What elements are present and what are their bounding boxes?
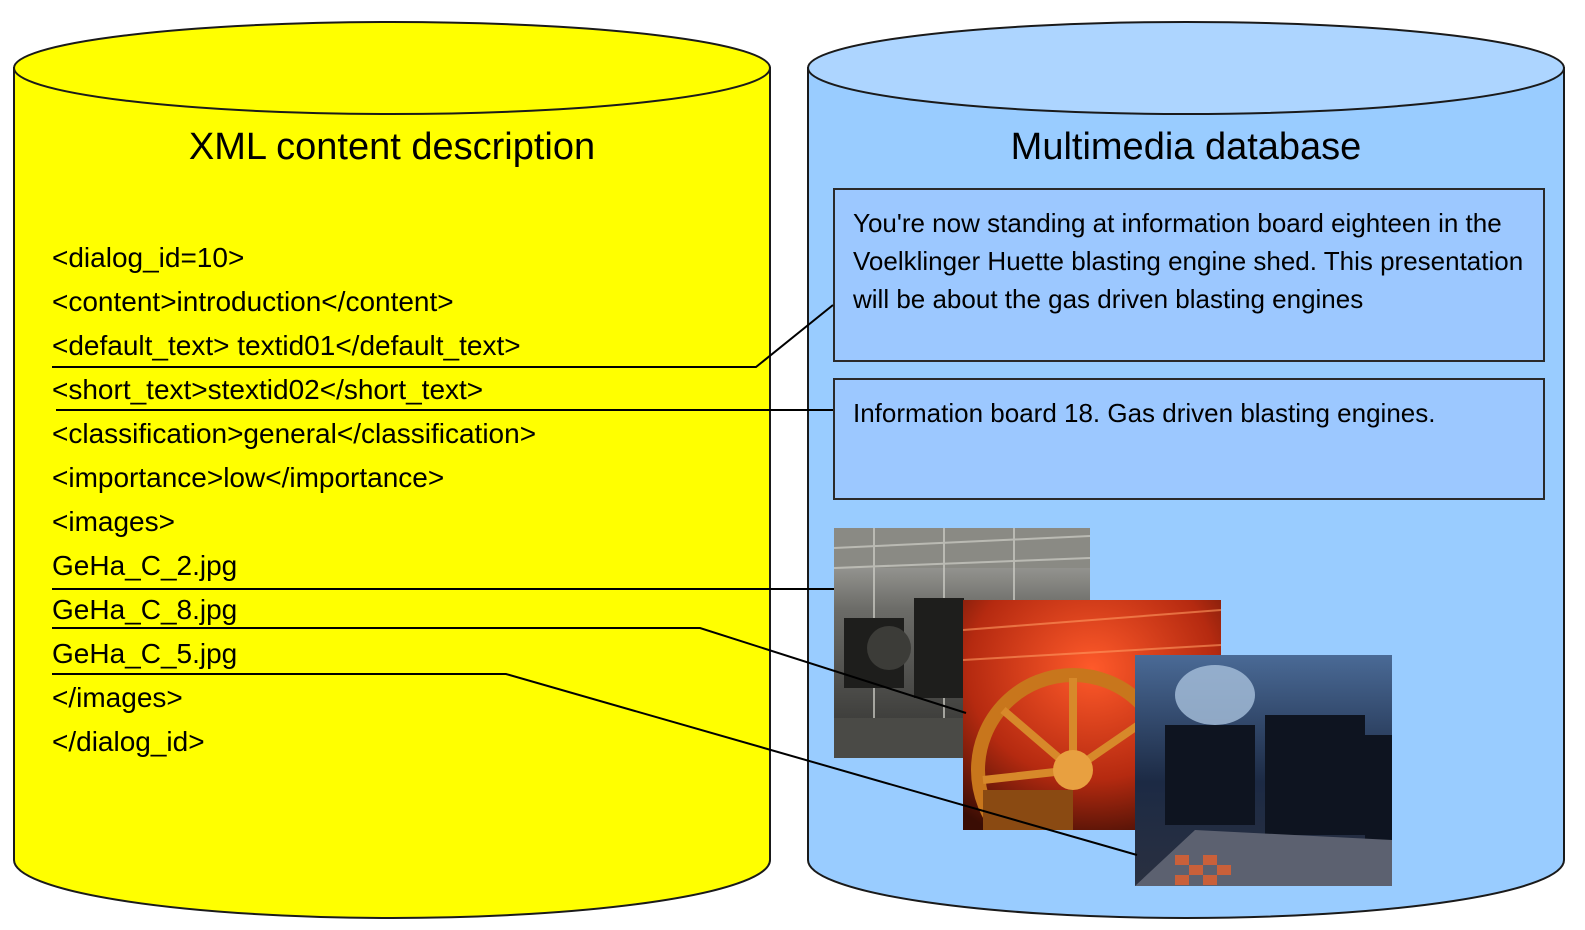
xml-line-content: <content>introduction</content> bbox=[52, 286, 454, 317]
xml-line-image-1: GeHa_C_2.jpg bbox=[52, 550, 238, 581]
xml-line-default-text: <default_text> textid01</default_text> bbox=[52, 330, 521, 361]
xml-line-importance: <importance>low</importance> bbox=[52, 462, 445, 493]
xml-line-images-open: <images> bbox=[52, 506, 175, 537]
short-text-box: Information board 18. Gas driven blastin… bbox=[833, 378, 1545, 500]
xml-line-images-close: </images> bbox=[52, 682, 183, 713]
xml-line-image-2: GeHa_C_8.jpg bbox=[52, 594, 238, 625]
xml-title: XML content description bbox=[188, 126, 596, 168]
media-title: Multimedia database bbox=[1010, 126, 1362, 168]
xml-line-image-3: GeHa_C_5.jpg bbox=[52, 638, 238, 669]
xml-line-short-text: <short_text>stextid02</short_text> bbox=[52, 374, 484, 405]
default-text-box: You're now standing at information board… bbox=[833, 188, 1545, 362]
xml-line-dialog-close: </dialog_id> bbox=[52, 726, 205, 757]
xml-line-dialog-open: <dialog_id=10> bbox=[52, 242, 245, 273]
xml-line-classification: <classification>general</classification> bbox=[52, 418, 537, 449]
blue-engine-hall-photo bbox=[1135, 655, 1392, 886]
